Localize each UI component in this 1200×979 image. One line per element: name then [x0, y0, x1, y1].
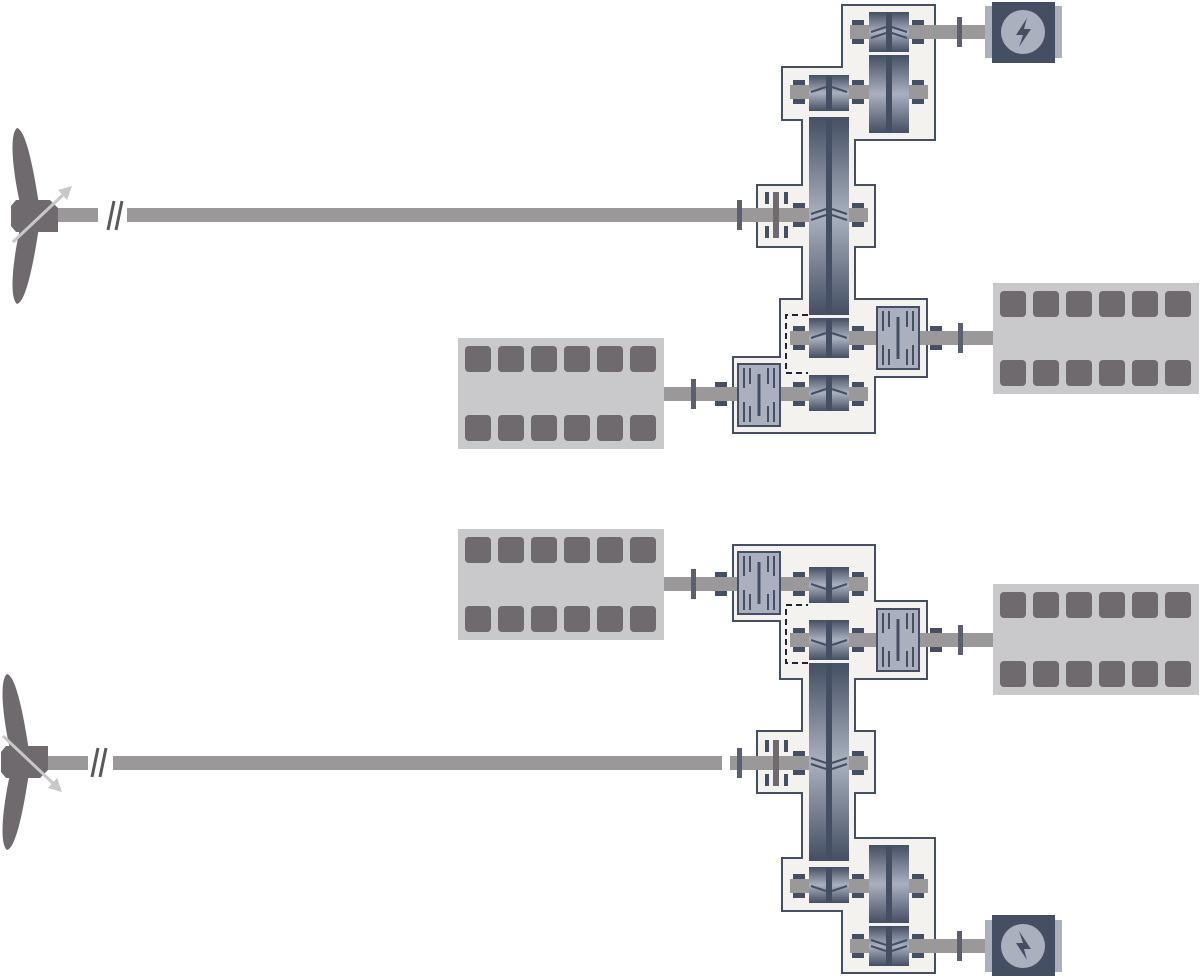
bull-gear: [809, 117, 849, 315]
clutch-link-dashed: [785, 314, 808, 374]
electric-motor: [985, 2, 1062, 63]
bearings: [715, 20, 942, 406]
clutch-right: [875, 305, 921, 371]
clutch-left: [736, 362, 782, 428]
propeller-shaft-upper: [9, 126, 732, 306]
propulsion-unit-upper: [458, 2, 1199, 449]
shaft-break-icon: [106, 200, 124, 231]
gear-idler: [869, 55, 909, 133]
gear-top: [869, 12, 909, 52]
gears: [809, 12, 909, 411]
engine-left: [458, 338, 664, 449]
lightning-icon: [1016, 18, 1031, 47]
gear-pinion-1: [809, 318, 849, 358]
propulsion-unit-lower: [458, 529, 1199, 976]
engine-right: [993, 283, 1199, 394]
shaft-break-icon: [90, 747, 108, 778]
gear-upper-left: [809, 75, 849, 111]
propeller-shaft-lower: [0, 672, 722, 852]
